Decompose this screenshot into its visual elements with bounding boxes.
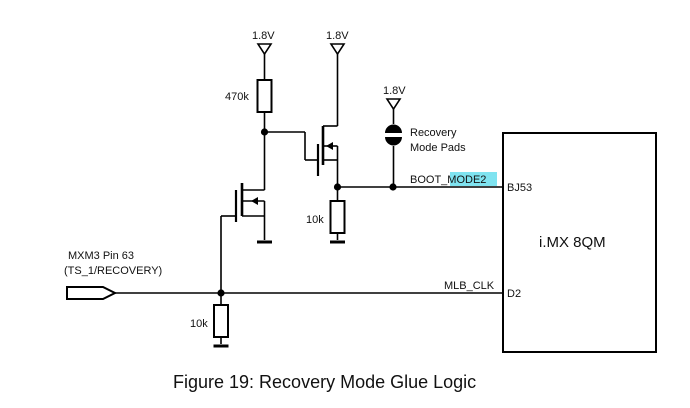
figure-caption: Figure 19: Recovery Mode Glue Logic xyxy=(173,372,476,392)
recovery-pads-symbol xyxy=(385,124,402,146)
resistor-input-label: 10k xyxy=(190,318,208,330)
resistor-input-10k xyxy=(213,304,229,338)
connector-label-1: MXM3 Pin 63 xyxy=(68,250,134,262)
resistor-470k-label: 470k xyxy=(225,91,249,103)
supply-symbol-3 xyxy=(385,98,402,111)
connector-symbol xyxy=(66,286,118,300)
connector-label-2: (TS_1/RECOVERY) xyxy=(64,265,162,277)
resistor-boot-label: 10k xyxy=(306,214,324,226)
resistor-470k xyxy=(256,79,273,113)
boot-mode2-prefix: BOOT_ xyxy=(410,174,448,186)
upper-mosfet xyxy=(316,125,339,176)
recovery-pads-label-1: Recovery xyxy=(410,127,457,139)
imx8qm-chip xyxy=(502,132,657,353)
resistor-boot-10k xyxy=(329,200,346,234)
lower-mosfet xyxy=(221,183,265,222)
supply-label-3: 1.8V xyxy=(383,85,406,97)
boot-mode2-label: BOOT_MODE2 xyxy=(410,174,486,186)
chip-label: i.MX 8QM xyxy=(539,234,606,251)
pin-bj53-label: BJ53 xyxy=(507,182,532,194)
mlb-clk-label: MLB_CLK xyxy=(444,280,495,292)
recovery-pads-label-2: Mode Pads xyxy=(410,142,466,154)
pin-d2-label: D2 xyxy=(507,288,521,300)
supply-symbol-1 xyxy=(256,43,273,56)
net-highlight xyxy=(450,172,497,186)
supply-label-1: 1.8V xyxy=(252,30,275,42)
supply-symbol-2 xyxy=(329,43,346,56)
supply-label-2: 1.8V xyxy=(326,30,349,42)
boot-mode2-highlight: MODE2 xyxy=(447,174,486,186)
